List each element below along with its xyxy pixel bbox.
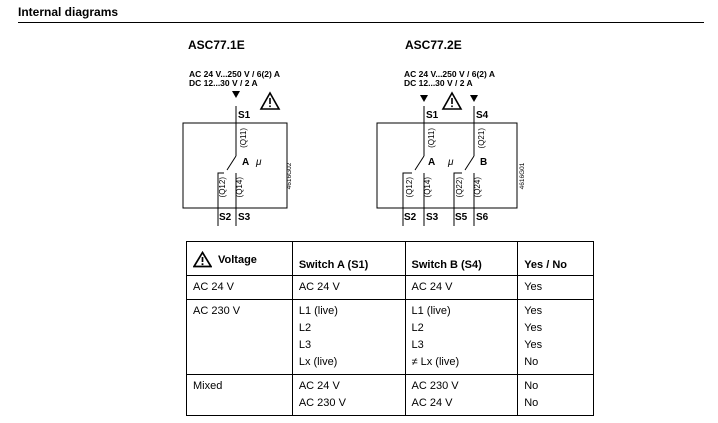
section-divider (18, 22, 704, 23)
diagram-1: AC 24 V...250 V / 6(2) A DC 12...30 V / … (182, 69, 293, 226)
diagram-1-contact-q14: (Q14) (235, 177, 244, 198)
voltage-table: Voltage Switch A (S1) Switch B (S4) Yes … (186, 241, 594, 416)
diagram-2-terminal-s3: S3 (426, 212, 439, 223)
diagram-2-terminal-s6: S6 (476, 212, 489, 223)
cell-switch-b: AC 24 V (404, 275, 519, 300)
header-switch-b: Switch B (S4) (404, 241, 519, 276)
diagram-2-contact-q12: (Q12) (405, 177, 414, 198)
diagram-2-title: ASC77.2E (405, 38, 462, 52)
arrow-down-icon (420, 95, 428, 102)
diagram-2-contact-q11: (Q11) (427, 128, 436, 148)
diagram-2-contact-q24: (Q24) (473, 177, 482, 198)
diagram-1-contact-q12: (Q12) (218, 177, 227, 198)
diagram-1-title: ASC77.1E (188, 38, 245, 52)
diagram-2-switch-b: B (480, 157, 487, 168)
warning-triangle-icon (441, 91, 463, 110)
diagram-1-contact-s1: S1 (238, 110, 251, 121)
diagram-2-rating-ac: AC 24 V...250 V / 6(2) A (404, 69, 495, 79)
header-switch-a: Switch A (S1) (291, 241, 406, 276)
diagram-1-switch-a: A (242, 157, 249, 168)
table-row: AC 24 V AC 24 V AC 24 V Yes (186, 275, 594, 300)
cell-voltage: AC 24 V (186, 275, 293, 300)
diagram-1-contact-q11: (Q11) (239, 128, 248, 148)
diagram-2-contact-q14: (Q14) (423, 177, 432, 198)
diagram-1-rating-dc: DC 12...30 V / 2 A (189, 78, 258, 88)
diagram-1-terminal-s3: S3 (238, 212, 251, 223)
diagram-2-switch-a: A (428, 157, 435, 168)
cell-switch-a: AC 24 V (291, 275, 406, 300)
diagram-1-micro: μ (255, 157, 262, 168)
cell-voltage: Mixed (186, 374, 293, 416)
diagram-1-terminal-s2: S2 (219, 212, 232, 223)
cell-voltage: AC 230 V (186, 299, 293, 375)
header-voltage: Voltage (186, 241, 293, 276)
section-title: Internal diagrams (18, 5, 119, 19)
cell-switch-b: L1 (live)L2 L3≠ Lx (live) (404, 299, 519, 375)
diagram-2-terminal-s5: S5 (455, 212, 468, 223)
diagram-2-terminal-s2: S2 (404, 212, 417, 223)
diagram-1-doc-code: 4616G02 (286, 162, 293, 189)
cell-yes-no: Yes (517, 275, 594, 300)
diagram-2-doc-code: 4616G01 (519, 162, 526, 189)
diagram-2-rating-dc: DC 12...30 V / 2 A (404, 78, 473, 88)
warning-triangle-icon (193, 251, 212, 268)
diagram-2-contact-s4: S4 (476, 110, 489, 121)
arrow-down-icon (232, 91, 240, 98)
table-header-row: Voltage Switch A (S1) Switch B (S4) Yes … (186, 241, 594, 276)
arrow-down-icon (470, 95, 478, 102)
diagram-2-micro: μ (447, 157, 454, 168)
header-yes-no: Yes / No (517, 241, 594, 276)
diagram-2-contact-q22: (Q22) (455, 177, 464, 198)
diagram-2: AC 24 V...250 V / 6(2) A DC 12...30 V / … (376, 69, 526, 226)
diagram-2-contact-s1: S1 (426, 110, 439, 121)
warning-triangle-icon (259, 91, 281, 110)
diagram-1-rating-ac: AC 24 V...250 V / 6(2) A (189, 69, 280, 79)
header-voltage-label: Voltage (218, 253, 257, 266)
diagram-2-contact-q21: (Q21) (477, 128, 486, 149)
